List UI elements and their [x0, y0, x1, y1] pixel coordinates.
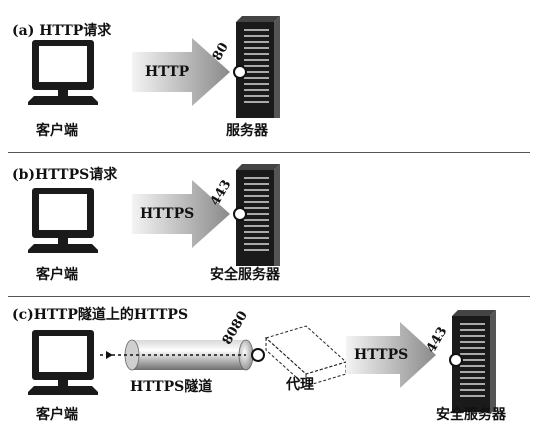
- panel-divider-2: [8, 296, 530, 297]
- https-arrow-c: [346, 322, 436, 388]
- panel-c-title: (c)HTTP隧道上的HTTPS: [12, 307, 189, 323]
- panel-b-server-label: 安全服务器: [210, 267, 280, 283]
- proxy-port-circle: [251, 348, 265, 362]
- https-arrow-b: [132, 180, 230, 248]
- client-computer-icon-a: [28, 40, 98, 105]
- panel-c-proxy-label: 代理: [286, 377, 314, 393]
- client-computer-icon-b: [28, 188, 98, 253]
- panel-a-title: (a) HTTP请求: [12, 23, 112, 39]
- panel-b-client-label: 客户端: [36, 267, 78, 283]
- panel-b-title: (b)HTTPS请求: [12, 167, 118, 183]
- panel-a-arrow-label: HTTP: [145, 64, 190, 80]
- port-circle-c: [449, 353, 463, 367]
- http-arrow-a: [132, 38, 230, 106]
- client-computer-icon-c: [28, 330, 98, 395]
- panel-a-client-label: 客户端: [36, 123, 78, 139]
- tunnel-arrowhead: [106, 351, 113, 359]
- panel-a-server-label: 服务器: [226, 123, 268, 139]
- port-circle-b: [233, 207, 247, 221]
- panel-divider-1: [8, 152, 530, 153]
- panel-c-arrow-label: HTTPS: [354, 347, 409, 363]
- panel-c-server-label: 安全服务器: [436, 407, 506, 423]
- panel-c-tunnel-label: HTTPS隧道: [130, 379, 213, 395]
- port-circle-a: [233, 65, 247, 79]
- panel-c-client-label: 客户端: [36, 407, 78, 423]
- panel-b-arrow-label: HTTPS: [140, 206, 195, 222]
